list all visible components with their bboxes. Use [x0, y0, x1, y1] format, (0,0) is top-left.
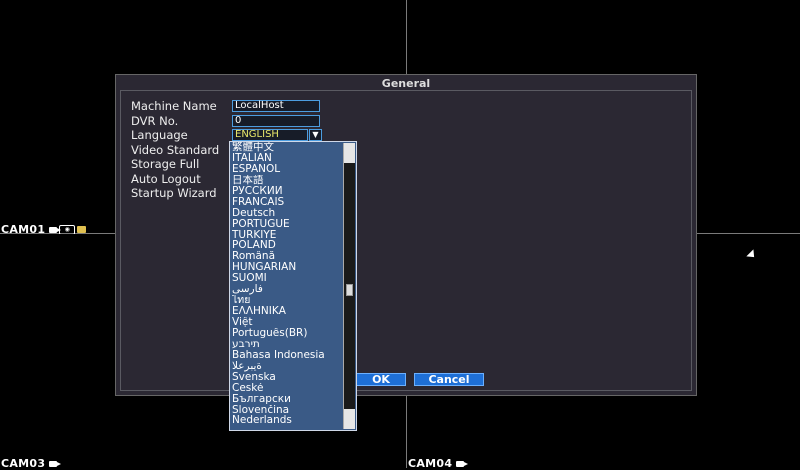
language-option[interactable]: Български: [232, 393, 291, 405]
language-option[interactable]: TÜRKIYE: [232, 229, 277, 241]
camera-name: CAM03: [1, 457, 46, 470]
scroll-up-button[interactable]: [344, 143, 355, 163]
dropdown-scrollbar[interactable]: [343, 143, 355, 429]
language-option[interactable]: Deutsch: [232, 207, 276, 219]
language-option[interactable]: POLAND: [232, 240, 276, 252]
folder-icon: [77, 226, 87, 233]
camera-name: CAM04: [408, 457, 453, 470]
camera-label-cam04: CAM04: [408, 457, 469, 470]
language-option[interactable]: תירבע: [232, 338, 260, 350]
camera-name: CAM01: [1, 223, 46, 236]
language-option[interactable]: FRANCAIS: [232, 196, 285, 208]
camera-icon: [49, 460, 62, 467]
language-option[interactable]: ไทย: [232, 295, 251, 307]
language-option[interactable]: 日本語: [232, 174, 264, 186]
video-standard-label: Video Standard: [131, 143, 220, 157]
dvr-no-input[interactable]: 0: [232, 115, 320, 127]
language-option[interactable]: ESPAÑOL: [232, 163, 281, 175]
record-icon: ◉: [59, 224, 76, 235]
language-option[interactable]: Nederlands: [232, 415, 292, 427]
scroll-down-button[interactable]: [344, 409, 355, 429]
general-settings-dialog: General Machine Name LocalHost DVR No. 0…: [115, 74, 697, 396]
auto-logout-label: Auto Logout: [131, 172, 201, 186]
language-option[interactable]: SUOMI: [232, 273, 267, 285]
language-option[interactable]: Svenska: [232, 371, 276, 383]
language-dropdown-list[interactable]: 繁體中文 ITALIAN ESPAÑOL 日本語 РУССКИЙ FRANCAI…: [229, 141, 357, 431]
language-option[interactable]: Việt: [232, 317, 253, 328]
startup-wizard-label: Startup Wizard: [131, 186, 217, 200]
language-option[interactable]: РУССКИЙ: [232, 185, 283, 197]
language-option[interactable]: Bahasa Indonesia: [232, 349, 325, 361]
language-option[interactable]: HUNGARIAN: [232, 262, 297, 274]
camera-label-cam01: CAM01 ◉: [1, 223, 87, 236]
camera-icon: [49, 226, 62, 233]
language-option[interactable]: ΕΛΛΗΝΙΚΑ: [232, 306, 286, 317]
language-options: 繁體中文 ITALIAN ESPAÑOL 日本語 РУССКИЙ FRANCAI…: [232, 142, 343, 426]
language-option[interactable]: Română: [232, 251, 275, 263]
language-option[interactable]: ITALIAN: [232, 152, 272, 164]
chevron-down-icon[interactable]: ▼: [309, 129, 322, 141]
language-option[interactable]: Português(BR): [232, 327, 308, 339]
dialog-title: General: [381, 77, 431, 90]
language-option[interactable]: 繁體中文: [232, 142, 274, 153]
ok-button[interactable]: OK: [356, 373, 406, 386]
machine-name-label: Machine Name: [131, 99, 217, 113]
language-option[interactable]: České: [232, 382, 264, 394]
language-label: Language: [131, 128, 188, 142]
scroll-thumb[interactable]: [346, 284, 353, 296]
camera-icon: [456, 460, 469, 467]
cancel-button[interactable]: Cancel: [414, 373, 484, 386]
language-option[interactable]: PORTUGUÊ: [232, 218, 290, 230]
language-select[interactable]: ENGLISH: [232, 129, 308, 141]
machine-name-input[interactable]: LocalHost: [232, 100, 320, 112]
language-option[interactable]: فارسی: [232, 284, 263, 296]
language-option[interactable]: Slovenčina: [232, 404, 290, 416]
camera-label-cam03: CAM03: [1, 457, 62, 470]
language-option[interactable]: ةيبرعلا: [232, 360, 262, 372]
storage-full-label: Storage Full: [131, 157, 200, 171]
dialog-content-frame: [120, 90, 692, 391]
dvr-no-label: DVR No.: [131, 114, 179, 128]
